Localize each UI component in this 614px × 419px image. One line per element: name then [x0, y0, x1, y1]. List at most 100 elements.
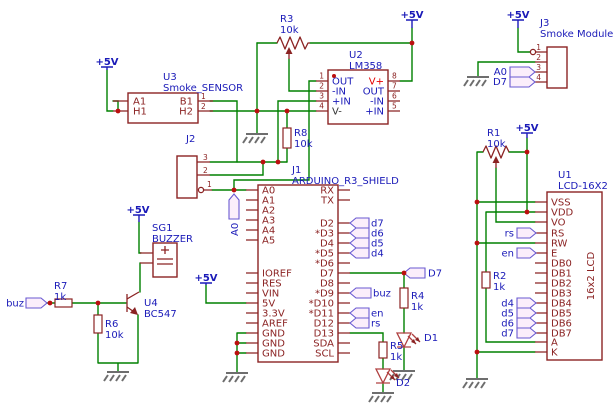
lcd-16x2-component[interactable]: U1 LCD-16X2 VSS VDD VO RS RW E DB0 DB1 D… — [535, 170, 608, 361]
pin-label: AREF — [262, 319, 288, 330]
power-flag-5v-buzzer[interactable]: +5V — [126, 205, 150, 222]
net-label: buz — [6, 299, 24, 310]
net-flag-d5-lcd[interactable]: d5 — [501, 307, 537, 320]
net-flag-d6-j1[interactable]: d6 — [349, 227, 384, 240]
net-flag-rs-lcd[interactable]: rs — [505, 227, 537, 240]
net-flag-buz-j1[interactable]: buz — [349, 287, 391, 300]
pin-label: A — [551, 338, 558, 349]
pin-number: 2 — [203, 166, 208, 175]
pin-label: A1 — [262, 196, 275, 207]
pin-label: +IN — [365, 107, 384, 118]
pin-label: GND — [262, 349, 285, 360]
net-label: A0 — [494, 67, 507, 78]
pin-number: 4 — [319, 102, 324, 111]
net-label: d4 — [501, 299, 514, 310]
pin-number: 6 — [392, 92, 397, 101]
ground-icon[interactable] — [368, 392, 395, 403]
smoke-module-connector[interactable]: J3 Smoke Module 1 2 3 4 — [529, 18, 613, 89]
pin-label: 5V — [262, 299, 275, 310]
net-label: d5 — [371, 239, 384, 250]
ground-icon[interactable] — [462, 378, 489, 389]
resistor-r8[interactable]: R8 10k — [282, 127, 313, 150]
pin-label: DB7 — [551, 329, 572, 340]
net-flag-d7-j3[interactable]: D7 — [493, 76, 536, 88]
component-value: 10k — [294, 139, 313, 150]
power-flag-5v-u2[interactable]: +5V — [400, 10, 424, 28]
component-value: 1k — [411, 302, 423, 313]
net-flag-d4-lcd[interactable]: d4 — [501, 297, 537, 310]
resistor-r3[interactable]: R3 10k — [276, 14, 310, 59]
component-value: ARDUINO_R3_SHIELD — [292, 176, 399, 187]
resistor-r1[interactable]: R1 10k — [482, 128, 510, 168]
pin-label: A1 — [133, 97, 146, 108]
pin-label: *D5 — [315, 249, 334, 260]
arduino-shield-connector[interactable]: J1 ARDUINO_R3_SHIELD A0 A1 A2 A3 A4 A5 I… — [246, 165, 399, 363]
pin-label: V+ — [369, 77, 384, 88]
power-flag-5v-j3[interactable]: +5V — [506, 10, 530, 28]
pin-label: +IN — [332, 97, 351, 108]
net-flag-d6-lcd[interactable]: d6 — [501, 317, 537, 330]
net-flag-d7-lcd[interactable]: d7 — [501, 327, 537, 340]
net-flag-buz-input[interactable]: buz — [6, 297, 48, 310]
pin-label: D7 — [320, 269, 334, 280]
pin-label: *D11 — [309, 309, 334, 320]
ground-icon[interactable] — [222, 372, 249, 383]
net-label: d7 — [371, 219, 384, 230]
resistor-r4[interactable]: R4 1k — [399, 287, 424, 313]
net-flag-en-lcd[interactable]: en — [502, 247, 537, 260]
pin-label: DB5 — [551, 309, 572, 320]
pin-label: H2 — [179, 107, 193, 118]
pin-number: 1 — [319, 72, 324, 81]
wires[interactable] — [46, 27, 536, 393]
net-flag-d5-j1[interactable]: d5 — [349, 237, 384, 250]
component-value: BC547 — [144, 309, 177, 320]
ground-icon[interactable] — [242, 133, 269, 144]
net-flag-a0-j2[interactable]: A0 — [228, 193, 241, 236]
pin-number: 3 — [319, 92, 324, 101]
led-d1[interactable]: D1 — [395, 332, 438, 349]
net-flag-d7-r4[interactable]: D7 — [403, 267, 442, 280]
net-label: rs — [505, 229, 514, 240]
led-d2[interactable]: D2 — [374, 368, 410, 389]
smoke-sensor-component[interactable]: U3 Smoke_SENSOR A1 H1 B1 H2 1 2 — [113, 72, 243, 124]
net-flag-a0-j3[interactable]: A0 — [494, 66, 536, 78]
buzzer-component[interactable]: SG1 BUZZER — [140, 223, 193, 278]
net-flag-d7-j1[interactable]: d7 — [349, 217, 384, 230]
net-flag-rs-j1[interactable]: rs — [349, 317, 380, 330]
component-value: 10k — [105, 330, 124, 341]
power-flag-5v-r1[interactable]: +5V — [515, 123, 539, 138]
pin-label: GND — [262, 329, 285, 340]
pin-number: 4 — [536, 73, 541, 82]
pin-label: *D10 — [309, 299, 334, 310]
ground-icon[interactable] — [463, 76, 490, 87]
pin-label: *D6 — [315, 259, 334, 270]
pin-number: 8 — [392, 72, 397, 81]
component-ref: J2 — [185, 134, 195, 145]
component-value: BUZZER — [152, 234, 193, 245]
lm358-opamp[interactable]: U2 LM358 OUT -IN +IN V- V+ OUT -IN +IN 1… — [316, 50, 400, 125]
resistor-r7[interactable]: R7 1k — [54, 281, 73, 308]
pin-label: SCL — [315, 349, 334, 360]
ground-icon[interactable] — [103, 371, 130, 382]
component-body-text: 16x2 LCD — [586, 251, 597, 300]
net-flag-en-j1[interactable]: en — [349, 307, 384, 320]
net-label: en — [371, 309, 384, 320]
pin-label: VDD — [551, 208, 574, 219]
j2-connector[interactable]: J2 3 2 1 — [176, 134, 212, 199]
component-ref: J3 — [539, 18, 549, 29]
net-flag-d4-j1[interactable]: d4 — [349, 247, 384, 260]
resistor-r5[interactable]: R5 1k — [378, 341, 403, 363]
power-flag-5v-u3[interactable]: +5V — [95, 57, 119, 70]
resistor-r2[interactable]: R2 1k — [481, 271, 506, 293]
component-ref: J1 — [291, 165, 301, 176]
pin-number: 2 — [319, 82, 324, 91]
net-label: d4 — [371, 249, 384, 260]
transistor-bc547[interactable]: U4 BC547 — [126, 291, 177, 320]
component-value: 1k — [54, 292, 66, 303]
pin-label: A3 — [262, 216, 275, 227]
component-value: 1k — [390, 352, 402, 363]
component-ref: R3 — [280, 14, 293, 25]
resistor-r6[interactable]: R6 10k — [93, 314, 124, 341]
power-flag-5v-j1[interactable]: +5V — [194, 273, 218, 285]
